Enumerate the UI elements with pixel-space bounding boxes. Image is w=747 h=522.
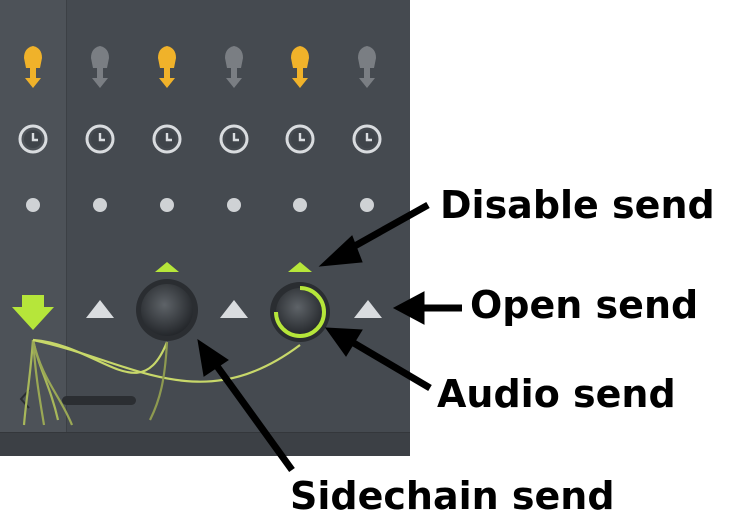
open-send-arrow-icon[interactable]	[220, 300, 248, 318]
clock-icon[interactable]	[18, 124, 48, 154]
bottom-strip	[0, 432, 410, 456]
sidechain-send-knob[interactable]	[136, 279, 198, 341]
dot-indicator-icon	[293, 198, 307, 212]
routing-cables	[22, 338, 301, 426]
dot-indicator-icon	[26, 198, 40, 212]
dot-indicator-icon	[93, 198, 107, 212]
routing-icon[interactable]	[225, 46, 243, 88]
sidechain-send-callout: Sidechain send	[290, 474, 615, 518]
mixer-panel	[0, 0, 410, 456]
clock-icon[interactable]	[219, 124, 249, 154]
clock-icon[interactable]	[352, 124, 382, 154]
open-send-arrow-icon[interactable]	[354, 300, 382, 318]
clock-icon[interactable]	[285, 124, 315, 154]
disable-send-icon[interactable]	[155, 262, 179, 272]
audio-send-callout: Audio send	[437, 372, 676, 416]
open-send-callout: Open send	[470, 283, 699, 327]
clock-icon[interactable]	[85, 124, 115, 154]
disable-send-callout: Disable send	[440, 183, 715, 227]
routing-icon[interactable]	[24, 46, 42, 88]
horizontal-scrollbar-thumb[interactable]	[62, 396, 136, 405]
clock-icon[interactable]	[152, 124, 182, 154]
callout-arrows	[197, 201, 462, 473]
disable-send-icon[interactable]	[288, 262, 312, 272]
audio-send-knob[interactable]	[270, 282, 330, 342]
routing-icon[interactable]	[358, 46, 376, 88]
dot-indicator-icon	[360, 198, 374, 212]
dot-indicator-icon	[227, 198, 241, 212]
master-send-arrow-icon[interactable]	[12, 295, 54, 330]
routing-icon[interactable]	[91, 46, 109, 88]
dot-indicator-icon	[160, 198, 174, 212]
routing-icon[interactable]	[158, 46, 176, 88]
routing-icon[interactable]	[291, 46, 309, 88]
open-send-arrow-icon[interactable]	[86, 300, 114, 318]
